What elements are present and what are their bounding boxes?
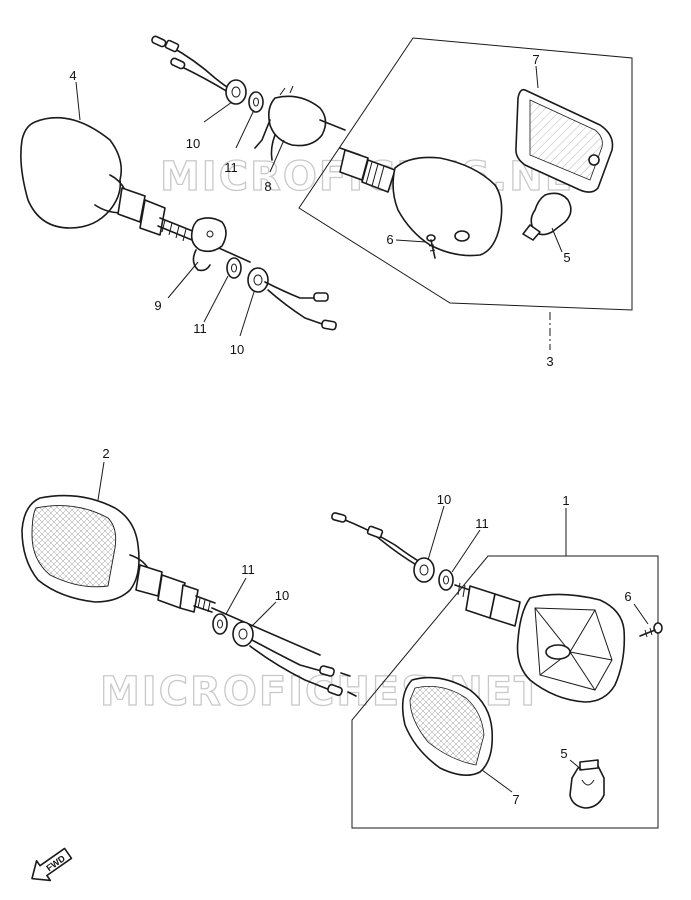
leader-top-6 [395, 239, 427, 243]
kit-3-outline [298, 37, 633, 311]
leader-top-5 [551, 227, 563, 253]
leader-bot-7 [481, 769, 513, 793]
part-4-lens-housing [20, 116, 139, 229]
callout-bot-11a: 11 [475, 516, 489, 531]
leader-top-7 [535, 65, 539, 89]
top-wires-lower [264, 281, 337, 331]
leader-top-8 [269, 139, 285, 173]
part-4-stem [117, 187, 251, 263]
part-7-lens-bottom [401, 676, 494, 776]
part-9-clamp [190, 217, 227, 272]
part-8-bulb-socket [254, 85, 346, 161]
callout-top-5: 5 [563, 250, 570, 265]
callout-top-8: 8 [264, 179, 271, 194]
part-6-screw-upper [426, 234, 436, 259]
callout-top-11b: 11 [193, 321, 207, 336]
part-5-bulb-bottom [569, 759, 605, 809]
part-11-washer-lower [226, 257, 242, 279]
callout-top-10a: 10 [186, 136, 200, 151]
leader-top-10b [239, 291, 255, 337]
leader-top-11b [203, 275, 229, 323]
bottom-assembly: 2 10 11 1 11 10 6 5 7 [21, 446, 663, 829]
callout-bot-10b: 10 [275, 588, 289, 603]
kit-1-housing [454, 582, 626, 703]
part-11-washer-bottom-left [212, 613, 228, 635]
leader-bot-2 [97, 461, 105, 501]
top-wires-upper [151, 35, 241, 96]
bottom-left-wires [249, 639, 357, 697]
leader-bot-10a [427, 505, 445, 561]
leader-top-11a [235, 109, 255, 149]
callout-top-9: 9 [154, 298, 161, 313]
fwd-arrow-icon: FWD [31, 847, 73, 882]
callout-bot-1: 1 [562, 493, 569, 508]
callout-bot-2: 2 [102, 446, 109, 461]
callout-bot-7: 7 [512, 792, 519, 807]
part-10-grommet-bottom-left [232, 621, 254, 647]
callout-top-4: 4 [69, 68, 76, 83]
callout-bot-5: 5 [560, 746, 567, 761]
kit-3-housing [339, 147, 503, 257]
callout-bot-10a: 10 [437, 492, 451, 507]
part-10-grommet-upper [225, 79, 247, 105]
leader-bot-11a [451, 529, 481, 573]
part-11-washer-bottom-right [438, 569, 454, 591]
leader-bot-6 [633, 603, 649, 625]
callout-top-10b: 10 [230, 342, 244, 357]
part-10-grommet-bottom-right [413, 557, 435, 583]
callout-top-11a: 11 [224, 160, 238, 175]
callout-top-7: 7 [532, 52, 539, 67]
callout-top-6: 6 [386, 232, 393, 247]
leader-top-10a [203, 101, 233, 123]
leader-bot-5 [569, 759, 583, 771]
callout-top-3: 3 [546, 354, 553, 369]
leader-top-9 [167, 261, 199, 299]
part-2-lens-housing [21, 494, 151, 603]
top-assembly: 4 10 11 8 7 6 5 3 9 11 10 [20, 35, 633, 369]
part-2-stem [135, 564, 321, 656]
leader-bot-10b [251, 601, 277, 627]
callout-bot-11b: 11 [241, 562, 255, 577]
bottom-right-wires [331, 512, 421, 567]
part-7-lens-upper [515, 88, 614, 193]
part-5-bulb-upper [522, 192, 572, 241]
callout-bot-6: 6 [624, 589, 631, 604]
leader-top-4 [75, 81, 81, 121]
part-6-screw-bottom [639, 622, 663, 638]
leader-bot-11b [225, 577, 247, 615]
part-11-washer-upper [248, 91, 264, 113]
part-10-grommet-lower [247, 267, 269, 293]
kit-1-outline [351, 555, 659, 829]
